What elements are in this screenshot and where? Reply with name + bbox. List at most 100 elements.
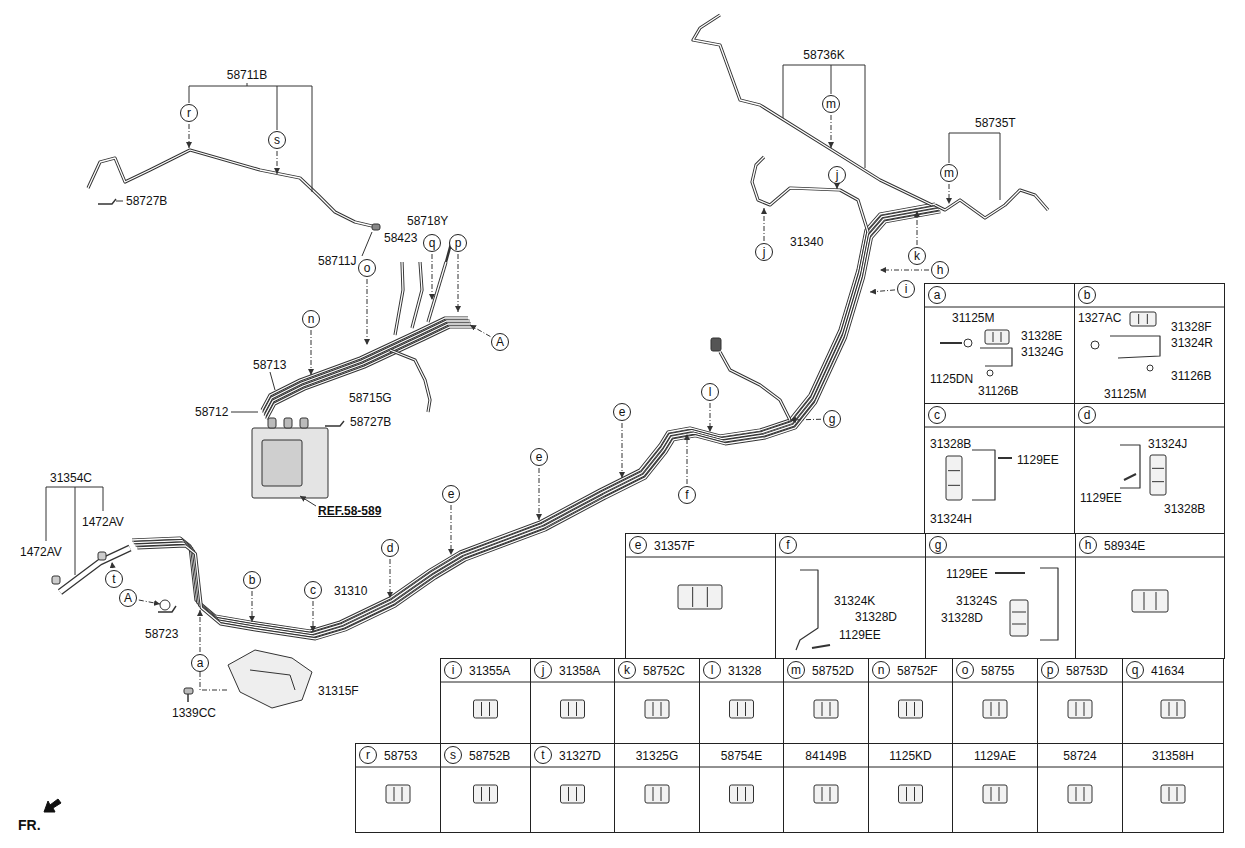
part-number: 58711B: [226, 68, 268, 82]
leader-line: [231, 412, 258, 413]
part-number: 31354C: [49, 471, 93, 485]
leader-line: [837, 186, 838, 189]
cell-header-line: [440, 767, 530, 768]
cell-header-line: [1122, 682, 1223, 683]
leader-line: [1001, 332, 1002, 342]
bracket-icon: [1040, 568, 1058, 640]
part-bracket: [46, 487, 47, 541]
part-number: 31324K: [834, 594, 875, 608]
part-bracket: [831, 65, 832, 94]
leader-line: [539, 468, 540, 520]
parts-cell: 31355Ai: [440, 658, 531, 744]
part-number: 1339CC: [171, 706, 217, 720]
callout-circle: n: [302, 310, 320, 328]
leader-line: [1177, 702, 1178, 716]
callout-circle: j: [755, 243, 773, 261]
parts-cell: 41634q: [1122, 658, 1224, 744]
bracket-31315F: [228, 650, 312, 708]
brake-pipe: [390, 350, 430, 412]
parts-cell: 31327Dt: [530, 743, 615, 833]
leader-line: [737, 787, 738, 801]
bracket-icon: [972, 450, 995, 500]
part-number: 31328: [728, 664, 761, 678]
cell-header-line: [868, 767, 952, 768]
abs-port: [284, 418, 292, 428]
abs-port: [268, 418, 276, 428]
callout-circle: r: [180, 104, 198, 122]
leader-line: [489, 702, 490, 716]
part-number: 58712: [194, 405, 229, 419]
cell-callout-circle: s: [444, 746, 462, 764]
leader-line: [737, 702, 738, 716]
cell-header-line: [783, 767, 868, 768]
leader-line: [1084, 787, 1085, 801]
cell-callout-circle: i: [444, 661, 462, 679]
callout-circle: A: [491, 333, 509, 351]
leader-line: [1169, 702, 1170, 716]
cell-callout-circle: c: [928, 406, 946, 424]
callout-circle: c: [304, 581, 322, 599]
leader-line: [432, 254, 433, 300]
part-number: 31358H: [1152, 749, 1194, 763]
leader-line: [1147, 314, 1148, 324]
leader-line: [1152, 468, 1164, 469]
clip-icon: [730, 785, 754, 803]
brake-pipe: [693, 15, 932, 205]
cell-header-line: [783, 682, 868, 683]
brake-pipe: [752, 157, 868, 232]
callout-letter: c: [310, 583, 316, 597]
leader-line: [1012, 624, 1026, 625]
callout-letter: b: [249, 573, 256, 587]
leader-line: [311, 330, 312, 375]
callout-letter: i: [905, 282, 908, 296]
part-bracket: [103, 487, 104, 511]
leader-line: [914, 702, 915, 716]
clip-icon: [1068, 700, 1092, 718]
callout-letter: j: [542, 663, 545, 677]
clip-icon: [983, 700, 1007, 718]
cell-header-line: [614, 682, 699, 683]
cell-header-line: [1037, 682, 1122, 683]
part-number: 31357F: [654, 539, 695, 553]
part-number: 31126B: [1171, 369, 1211, 383]
parts-cell: 1129EE31324S31328Dg: [925, 533, 1076, 659]
brake-pipe: [390, 350, 430, 412]
part-number: 58724: [1063, 749, 1096, 763]
part-number: 58752B: [469, 749, 510, 763]
parts-cell: 31125M31328E31324G1125DN31126Ba: [924, 283, 1075, 404]
washer-icon: [987, 370, 993, 376]
leader-line: [999, 787, 1000, 801]
brake-pipe: [132, 204, 935, 631]
parts-cell: 58754E: [699, 743, 784, 833]
callout-letter: A: [124, 591, 132, 605]
parts-cell: 31324K31328D1129EEf: [775, 533, 926, 659]
clip-icon: [1161, 785, 1185, 803]
brake-pipe: [693, 15, 932, 205]
callout-letter: j: [836, 168, 839, 182]
callout-letter: b: [1084, 288, 1091, 302]
callout-circle: j: [828, 166, 846, 184]
leader-line: [687, 434, 688, 484]
cell-callout-circle: m: [787, 661, 805, 679]
cell-callout-circle: b: [1078, 286, 1096, 304]
callout-letter: m: [826, 97, 836, 111]
clip-icon: [561, 785, 585, 803]
leader-line: [764, 208, 765, 241]
cell-header-line: [868, 682, 952, 683]
cell-header-line: [614, 767, 699, 768]
parts-cell: 58755o: [952, 658, 1038, 744]
callout-letter: k: [624, 663, 630, 677]
leader-line: [200, 610, 201, 652]
part-number: 1125KD: [889, 749, 931, 763]
parts-cell: 1129AE: [952, 743, 1038, 833]
leader-line: [1012, 612, 1026, 613]
cell-header-line: [924, 427, 1074, 428]
cell-header-line: [530, 767, 614, 768]
leader-line: [390, 559, 391, 598]
bracket-icon: [1120, 445, 1140, 488]
callout-letter: n: [308, 312, 315, 326]
leader-line: [790, 419, 821, 421]
part-number: 31324J: [1148, 437, 1187, 451]
parts-cell: 31328l: [699, 658, 784, 744]
callout-circle: e: [613, 403, 631, 421]
